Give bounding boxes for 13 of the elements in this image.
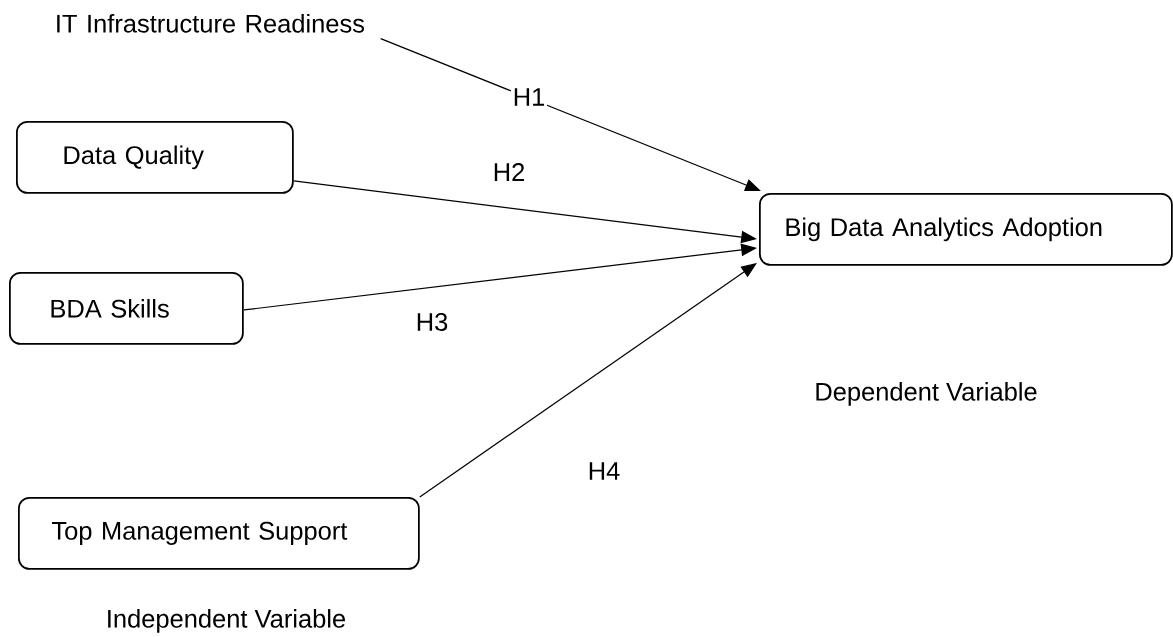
variable-box: Big Data Analytics Adoption [759,193,1173,266]
group-label: Dependent Variable [816,382,1037,406]
arrow [380,38,761,191]
variable-box: Data Quality [16,121,294,194]
edge-label: H3 [413,311,451,333]
group-label: Independent Variable [108,609,345,633]
edge-label: H4 [585,460,623,482]
edge-label: H1 [510,86,548,108]
variable-box: Top Management Support [18,497,420,570]
arrow [419,263,757,498]
edge-label: H2 [490,161,528,183]
variable-box: BDA Skills [9,272,244,345]
variable-label: IT Infrastructure Readiness [57,14,365,33]
